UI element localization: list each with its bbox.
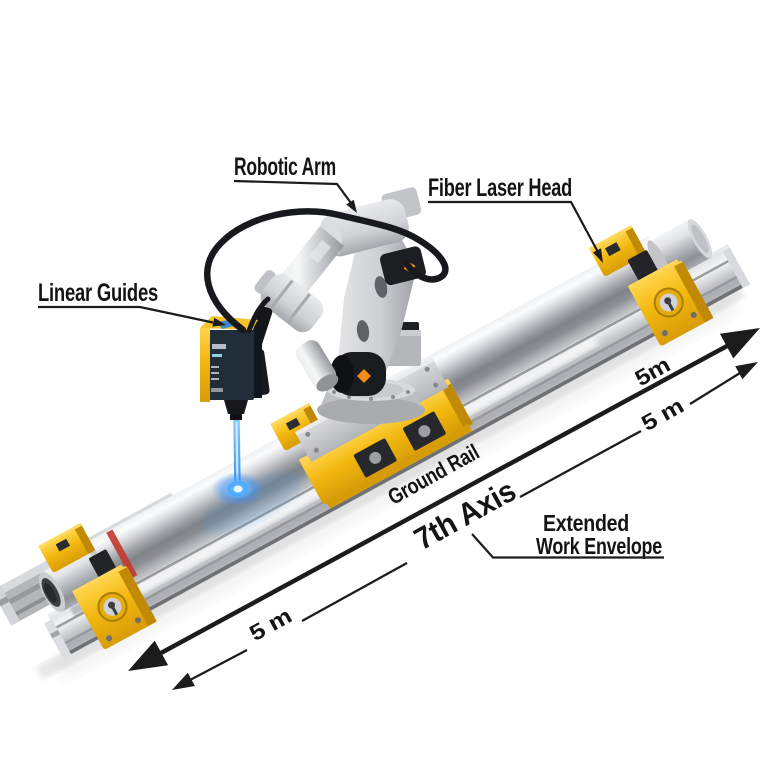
robotic-arm [200, 187, 449, 535]
laser-sensor-head [200, 316, 262, 420]
forearm [278, 226, 344, 299]
robotic-arm-arrowhead [346, 199, 357, 213]
fiber-laser-head-label: Fiber Laser Head [428, 174, 572, 202]
thick-dimension-line [128, 328, 760, 671]
fiber-laser-head-block [588, 225, 647, 276]
fiber-laser-head-arrowhead [593, 248, 603, 263]
wrist-motor-cylinder [295, 340, 339, 392]
linear-guides-label: Linear Guides [38, 279, 158, 307]
dim-thin-bottom-label: 5 m [245, 603, 296, 646]
dim-thin-top-label: 5 m [637, 393, 688, 436]
sensor-left-frame [200, 328, 210, 402]
thin-dimension-line [189, 372, 741, 682]
thick-arrowhead-left [128, 640, 169, 671]
thin-arrowhead-right [735, 362, 758, 380]
shoulder-joint [330, 352, 386, 396]
tube-saddle-clamps [38, 225, 647, 573]
callout-extended-work-envelope: Extended Work Envelope [471, 510, 664, 559]
laser-beam [202, 419, 302, 535]
pillow-block-right [627, 250, 714, 346]
thin-arrowhead-left [172, 672, 195, 690]
callout-fiber-laser-head: Fiber Laser Head [428, 174, 603, 263]
wrist-assembly [254, 270, 324, 333]
red-stripe [106, 529, 138, 579]
callout-robotic-arm: Robotic Arm [233, 153, 357, 213]
cable-harness [203, 208, 449, 334]
extended-label-line1: Extended [543, 510, 629, 536]
laser-nozzle [224, 400, 248, 414]
extended-label-line2: Work Envelope [536, 533, 662, 559]
saddle-left [38, 522, 96, 573]
thick-arrowhead-right [719, 328, 760, 359]
shoulder-warning-label [357, 369, 371, 383]
robotic-arm-label: Robotic Arm [234, 153, 336, 181]
pillow-block-left [72, 549, 157, 650]
linear-guides-arrowhead [212, 317, 226, 327]
callout-linear-guides: Linear Guides [38, 279, 226, 327]
